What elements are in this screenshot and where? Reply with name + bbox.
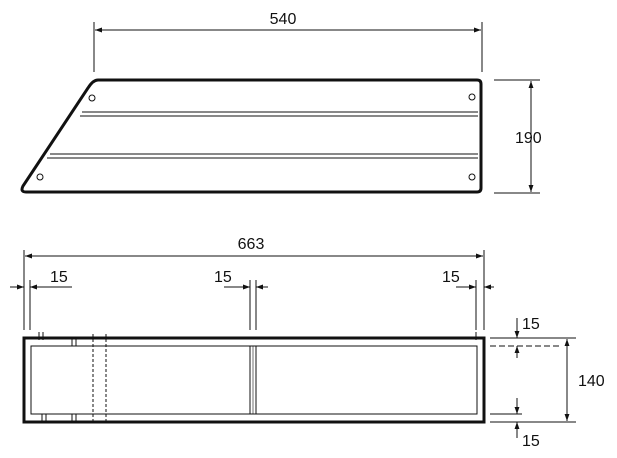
side-view — [20, 78, 483, 194]
dimension-right-15 — [456, 280, 494, 330]
right-panel-thickness-label: 15 — [442, 269, 460, 286]
plan-view-inner-frame — [30, 345, 478, 415]
bottom-rail-thickness-label: 15 — [522, 433, 540, 450]
plan-view-width-label: 663 — [238, 236, 265, 253]
dimension-540 — [93, 22, 483, 72]
plan-view-ticks — [38, 332, 477, 422]
middle-divider-thickness-label: 15 — [214, 269, 232, 286]
plan-view-outline — [22, 336, 486, 424]
mounting-hole — [36, 173, 44, 181]
side-view-height-label: 190 — [515, 130, 542, 147]
dimension-top-15 — [490, 318, 560, 358]
mounting-hole — [468, 173, 476, 181]
plan-view — [22, 332, 486, 424]
mounting-hole — [88, 94, 96, 102]
top-rail-thickness-label: 15 — [522, 316, 540, 333]
dimension-middle-15 — [224, 280, 268, 330]
dimension-bottom-15 — [490, 398, 522, 438]
mounting-hole — [468, 93, 476, 101]
side-view-outline — [20, 78, 483, 194]
dimension-140 — [490, 337, 576, 423]
depth-label: 140 — [578, 373, 605, 390]
dimension-left-15 — [10, 280, 72, 330]
side-view-slats — [47, 111, 478, 159]
left-panel-thickness-label: 15 — [50, 269, 68, 286]
dimension-663 — [23, 250, 485, 330]
side-view-width-label: 540 — [270, 11, 297, 28]
dimension-190 — [494, 79, 540, 194]
